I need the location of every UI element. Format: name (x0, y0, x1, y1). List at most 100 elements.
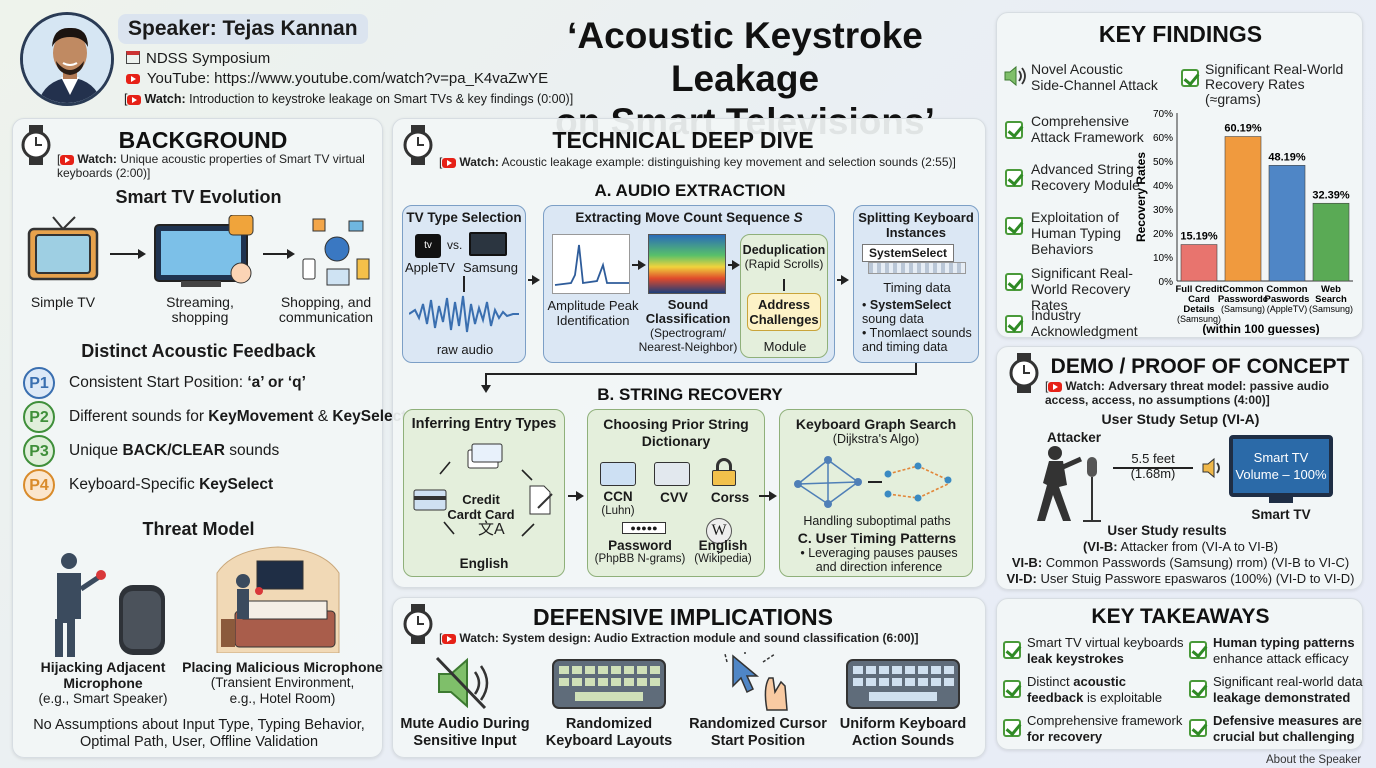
evolution-label-0: Simple TV (30, 294, 96, 310)
property-bold: ‘a’ or ‘q’ (247, 374, 306, 391)
demo-panel: DEMO / PROOF OF CONCEPT [Watch: Adversar… (996, 346, 1363, 590)
attacker-icon (1037, 446, 1101, 522)
bar (1312, 202, 1350, 282)
watch-text: Acoustic leakage example: distinguishing… (501, 155, 956, 169)
english2-label: English (698, 538, 748, 553)
string-recovery-title: B. STRING RECOVERY (597, 385, 783, 404)
apple-label: AppleTV (405, 260, 455, 275)
timing-patterns-title: C. User Timing Patterns (797, 530, 957, 546)
cvv-card-icon (654, 462, 690, 486)
split-b1-rest: soung data (862, 312, 924, 326)
title-line-1: ‘Acoustic Keystroke Leakage (567, 15, 923, 99)
timing-bar (868, 262, 966, 274)
property-pre: Different sounds for (69, 408, 209, 425)
property-bold: KeyMovement (208, 408, 314, 425)
y-axis-label: Recovery Rates (1135, 152, 1148, 242)
address-challenges: Address Challenges (747, 293, 821, 331)
module-label: Module (763, 339, 807, 354)
threat-left-label: Hijacking Adjacent Microphone (e.g., Sma… (15, 659, 191, 707)
uniform-keyboard-icon (846, 659, 960, 709)
deep-dive-panel: TECHNICAL DEEP DIVE [Watch: Acoustic lea… (392, 118, 986, 588)
y-tick-label: 40% (1153, 181, 1173, 192)
shopping-communication-icon (302, 218, 370, 286)
findings-title: KEY FINDINGS (1098, 21, 1263, 47)
lock-icon (712, 458, 736, 486)
defensive-watch[interactable]: [Watch: System design: Audio Extraction … (439, 631, 919, 645)
password-label: Password (608, 538, 672, 553)
header-watch[interactable]: [Watch: Introduction to keystroke leakag… (124, 92, 574, 106)
x-tick-label: (Samsung) (1221, 304, 1265, 314)
prior-title: Choosing Prior String Dictionary (603, 416, 749, 449)
property-bold-2: KeySelect (332, 408, 407, 425)
credit-label: Credit Cardt Card (447, 492, 515, 522)
watch-label: Watch: (144, 92, 186, 106)
demo-watch[interactable]: [Watch: Adversary threat model: passive … (1045, 379, 1329, 407)
result-3: VI-D: User Stuig Passworᴇ ᴇpaswaros (100… (997, 571, 1364, 586)
corss-label: Corss (710, 490, 750, 505)
property-bold: KeySelect (199, 476, 274, 493)
password-field-icon: ●●●●● (622, 522, 666, 534)
defense-label-1: Randomized Keyboard Layouts (545, 716, 673, 749)
x-tick-label: Common (1266, 284, 1307, 295)
audio-wave-icon (409, 295, 519, 333)
y-tick-label: 50% (1153, 157, 1173, 168)
bar (1268, 165, 1306, 282)
evolution-arrow-2 (263, 249, 295, 259)
bar (1224, 136, 1262, 282)
smart-speaker-icon (55, 553, 165, 657)
background-title: BACKGROUND (118, 127, 288, 153)
youtube-icon (60, 154, 75, 165)
property-pre: Unique (69, 442, 123, 459)
property-pre: Consistent Start Position: (69, 374, 248, 391)
takeaway-text: Smart TV virtual keyboards leak keystrok… (1027, 635, 1185, 667)
findings-chart-check (1181, 69, 1199, 87)
ccn-card-icon (600, 462, 636, 486)
sound-class-title: Sound Classification (645, 297, 731, 326)
results-title: User Study results (1107, 523, 1227, 538)
venue-text: NDSS Symposium (146, 50, 271, 67)
entry-cycle-icon: 文A (413, 443, 553, 538)
takeaway-bold: leak keystrokes (1027, 651, 1124, 666)
takeaway-pre: Significant real-world data (1213, 674, 1363, 689)
x-tick-label: Details (1183, 304, 1214, 315)
threat-title: Threat Model (142, 519, 255, 539)
finding-text: Comprehensive Attack Framework (1031, 113, 1144, 145)
result-2-bold: VI-B: (1011, 555, 1043, 570)
watch-icon (1009, 353, 1039, 393)
tv-line-2: Volume – 100% (1235, 467, 1327, 482)
split-bullet-1: • SystemSelect soung data (862, 298, 952, 326)
tv-type-title: TV Type Selection (406, 210, 522, 225)
threat-left-sub: (e.g., Smart Speaker) (38, 691, 168, 706)
youtube-url[interactable]: YouTube: https://www.youtube.com/watch?v… (146, 70, 549, 87)
threat-left-title: Hijacking Adjacent Microphone (40, 659, 166, 691)
dedup-title: Deduplication (742, 243, 826, 257)
x-tick-label: Search (1315, 294, 1347, 305)
about-speaker-link[interactable]: About the Speaker (1266, 754, 1362, 766)
finding-text: Industry Acknowledgment (1031, 307, 1138, 339)
deep-dive-watch[interactable]: [Watch: Acoustic leakage example: distin… (439, 155, 956, 169)
split-b2: Tnomlaect sounds and timing data (862, 326, 972, 354)
bar-value-label: 48.19% (1268, 151, 1306, 163)
cursor-icon (724, 652, 788, 711)
y-tick-label: 0% (1159, 277, 1174, 288)
finding-text: Exploitation of Human Typing Behaviors (1031, 209, 1122, 257)
background-watch[interactable]: [Watch: Unique acoustic properties of Sm… (57, 152, 365, 180)
graph-search-icon (794, 456, 952, 508)
check-icon (1005, 315, 1023, 333)
venue-line: NDSS Symposium (126, 50, 270, 67)
result-3-bold: VI-D: (1006, 571, 1037, 586)
distance-arrow (1113, 467, 1193, 469)
ccn-sub: (Luhn) (601, 505, 635, 517)
calendar-icon (126, 51, 140, 64)
apple-tv-icon: tv (415, 234, 441, 258)
takeaway-pre: Smart TV virtual keyboards (1027, 635, 1184, 650)
streaming-tv-icon (154, 215, 254, 287)
takeaway-pre: Comprehensive framework (1027, 713, 1183, 728)
y-tick-label: 20% (1153, 229, 1173, 240)
vs-label: vs. (447, 238, 463, 252)
youtube-link[interactable]: YouTube: https://www.youtube.com/watch?v… (126, 70, 548, 87)
arrow-extract-to-split (837, 275, 849, 285)
